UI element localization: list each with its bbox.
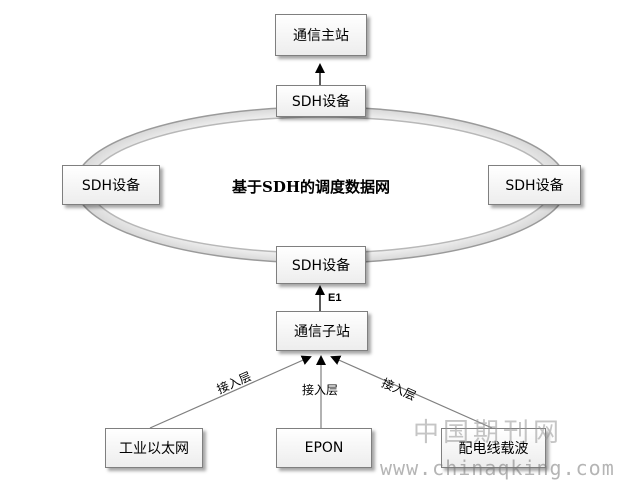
master-station-box: 通信主站 [275,14,367,56]
sdh-device-left: SDH设备 [62,165,160,205]
sdh-device-bottom: SDH设备 [276,246,366,284]
power-line-carrier-box: 配电线载波 [441,428,546,468]
industrial-ethernet-box: 工业以太网 [105,428,203,468]
communication-substation-box: 通信子站 [276,311,368,351]
line-industrial-to-substation [149,355,312,429]
sdh-device-top: SDH设备 [276,85,366,117]
sdh-device-right: SDH设备 [488,165,581,205]
watermark-site-name: 中国期刊网 [413,418,564,448]
watermark-url: www.chinaqking.com [380,456,615,480]
e1-link-label: E1 [328,292,342,304]
sdh-network-label: 基于SDH的调度数据网 [232,178,391,196]
line-plc-to-substation [330,355,493,429]
epon-box: EPON [276,428,372,468]
access-layer-label-middle: 接入层 [302,383,339,397]
